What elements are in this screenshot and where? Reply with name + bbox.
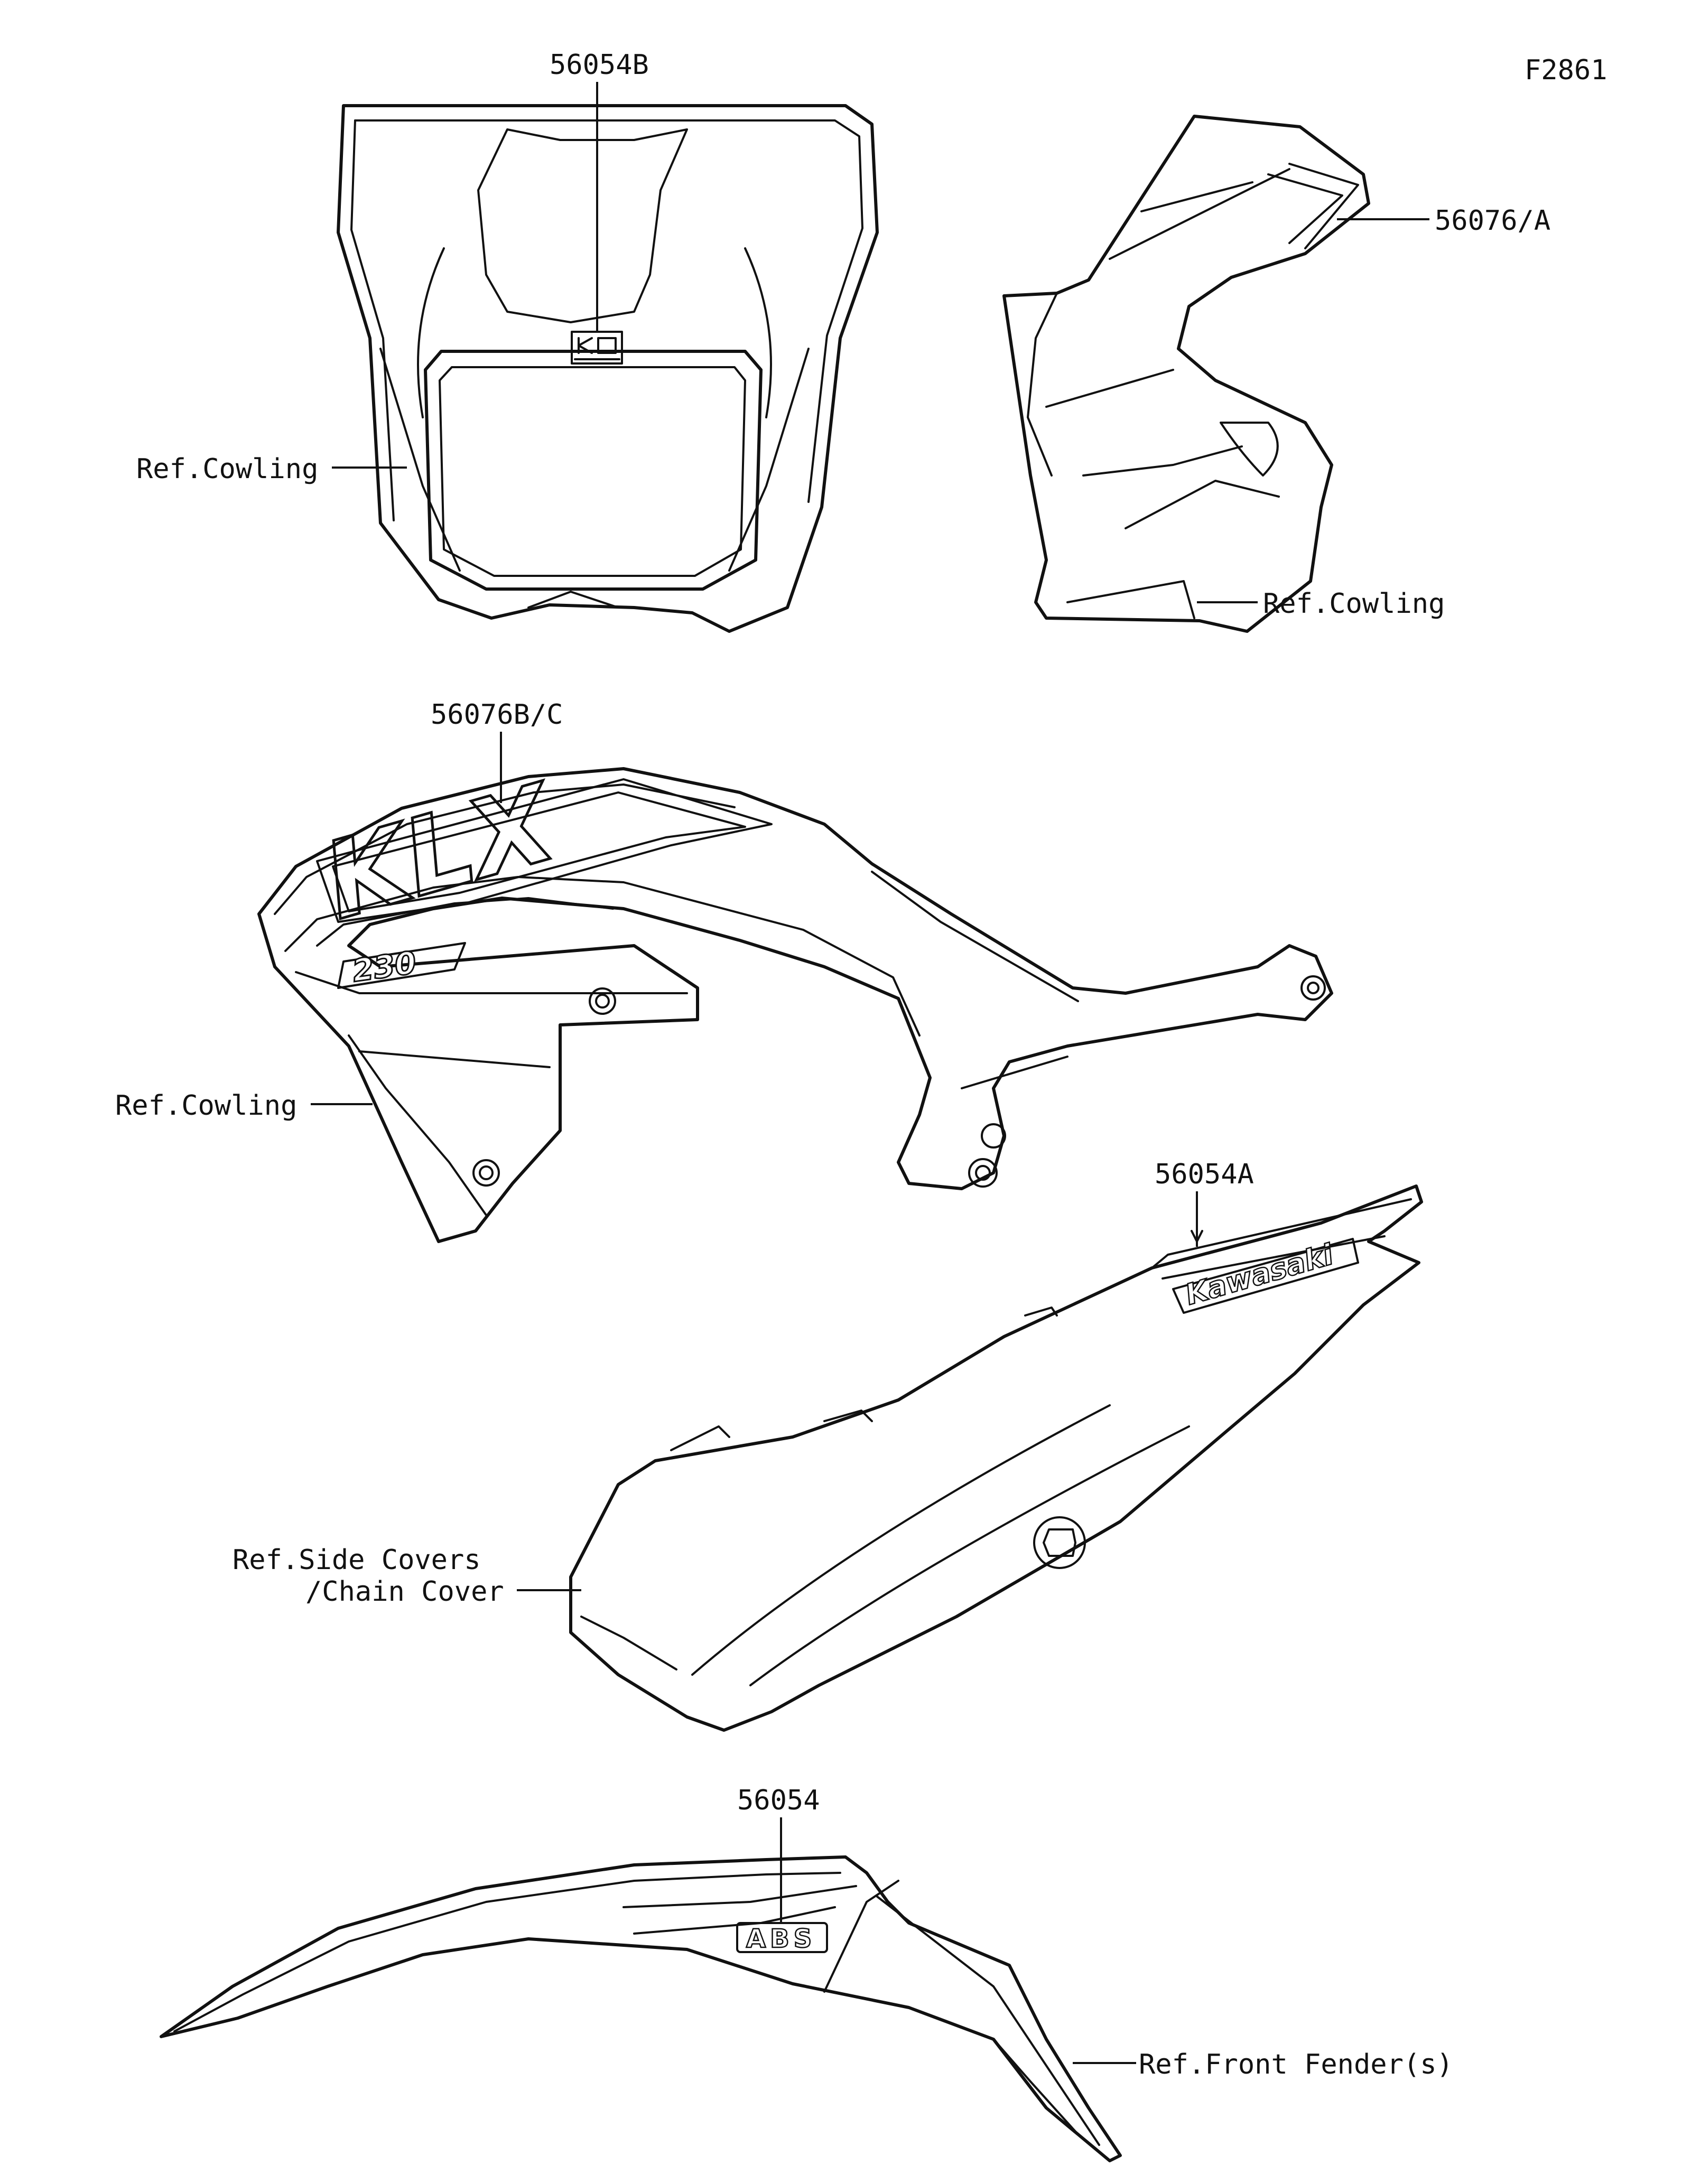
callout-56076a: 56076/A [1435,205,1550,237]
klx-decal-text: KLX [311,760,571,944]
radiator-shroud [1002,115,1370,633]
front-fender [160,1855,1122,2162]
mounting-hole [472,1159,500,1187]
displacement-230-decal [337,942,466,989]
abs-emblem-text: ABS [746,1924,816,1954]
callout-56054a: 56054A [1155,1159,1254,1190]
ref-cowling-headlight: Ref.Cowling [136,453,318,485]
ref-cowling-shroud: Ref.Cowling [1263,588,1445,620]
tank-shroud [257,767,1333,1243]
mounting-grommet [1033,1516,1086,1569]
displacement-decal-text: 230 [350,945,418,989]
mounting-hole [589,987,616,1015]
ref-side-covers: Ref.Side Covers [233,1544,481,1576]
figure-code: F2861 [1525,54,1608,86]
callout-56054: 56054 [737,1785,820,1816]
mounting-hole [968,1158,998,1188]
ref-chain-cover: /Chain Cover [305,1576,504,1608]
kawasaki-emblem-text: Kawasaki [1182,1237,1337,1311]
mounting-hole [1300,975,1326,1001]
callout-56076bc: 56076B/C [431,699,563,731]
side-cover [569,1184,1423,1732]
ref-cowling-tank: Ref.Cowling [115,1090,297,1122]
kawasaki-emblem-decal [1172,1238,1359,1314]
mounting-hole [981,1123,1006,1149]
klx-graphic-decal [316,778,773,923]
ref-front-fender: Ref.Front Fender(s) [1139,2049,1453,2080]
callout-56054b: 56054B [550,49,649,81]
headlight-cowling [337,104,879,633]
